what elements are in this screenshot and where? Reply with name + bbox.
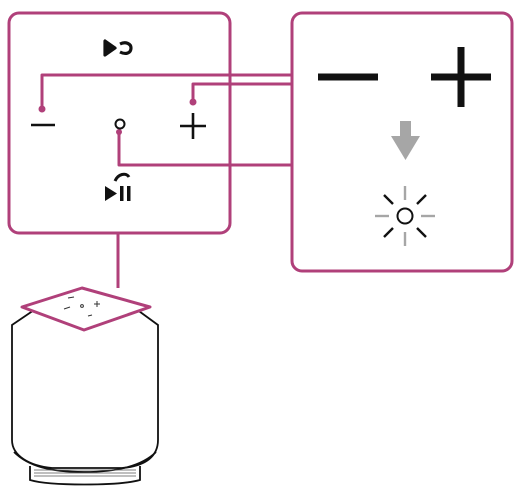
speaker-base-texture <box>34 470 136 476</box>
connector-dot-indicator <box>116 129 122 135</box>
connector-dot-plus <box>190 99 197 106</box>
indicator-blinking-icon <box>375 186 435 246</box>
speaker-icon <box>12 288 158 485</box>
indicator-led-icon <box>116 120 125 129</box>
connector-dot-minus <box>39 106 46 113</box>
